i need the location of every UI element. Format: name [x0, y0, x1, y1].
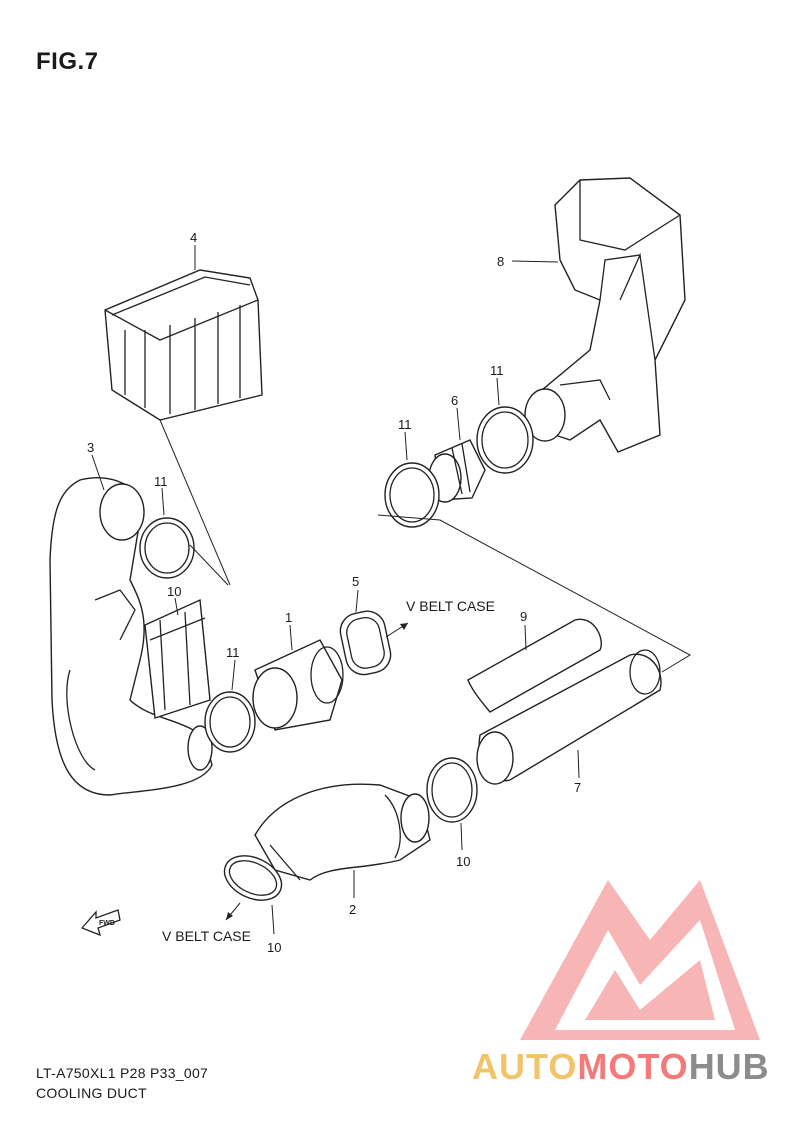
- watermark-auto: AUTO: [472, 1046, 578, 1087]
- callout-6: 6: [451, 393, 458, 408]
- callout-4: 4: [190, 230, 197, 245]
- callout-2: 2: [349, 902, 356, 917]
- arrow-v-belt-case-lower: [225, 902, 241, 921]
- label-v-belt-case-upper: V BELT CASE: [406, 598, 495, 614]
- part-1-coupling: [252, 639, 344, 731]
- footer-diagram-name: COOLING DUCT: [36, 1085, 147, 1101]
- part-10-clamp-lower: [223, 855, 283, 901]
- callout-11-upper-left: 11: [154, 474, 168, 489]
- arrow-v-belt-case-upper: [385, 622, 409, 638]
- part-11-clamp-left-upper: [139, 517, 195, 579]
- part-10-clamp-middle: [426, 757, 478, 823]
- callout-9: 9: [520, 609, 527, 624]
- part-10-plate: [144, 598, 211, 719]
- part-11-clamp-right-top: [476, 406, 534, 474]
- callout-11-lower-left: 11: [226, 645, 240, 660]
- callout-3: 3: [87, 440, 94, 455]
- figure-title: FIG.7: [36, 48, 99, 75]
- watermark-logo: [520, 880, 760, 1040]
- callout-1: 1: [285, 610, 292, 625]
- part-4-filter-box: [104, 269, 263, 421]
- label-v-belt-case-lower: V BELT CASE: [162, 928, 251, 944]
- part-5-seal-ring: [339, 610, 392, 676]
- callout-11-right-top: 11: [490, 363, 504, 378]
- part-3-large-duct: [49, 477, 213, 796]
- fwd-label: FWD: [99, 920, 115, 927]
- callout-8: 8: [497, 254, 504, 269]
- callout-11-right-mid: 11: [398, 417, 412, 432]
- callout-5: 5: [352, 574, 359, 589]
- fwd-arrow-icon: FWD: [80, 909, 121, 937]
- callout-10-middle: 10: [456, 854, 470, 869]
- assembly-guide-lines: [159, 419, 692, 673]
- part-9-shield: [467, 618, 602, 713]
- part-11-clamp-left-lower: [204, 691, 256, 753]
- watermark-brand: AUTOMOTOHUB: [472, 1046, 770, 1088]
- callout-10-lower: 10: [267, 940, 281, 955]
- part-8-upper-duct: [524, 177, 686, 453]
- callout-7: 7: [574, 780, 581, 795]
- watermark-hub: HUB: [688, 1046, 770, 1087]
- part-11-clamp-right-mid: [384, 462, 440, 528]
- callout-10-plate: 10: [167, 584, 181, 599]
- part-2-elbow-duct: [254, 783, 431, 881]
- watermark-moto: MOTO: [577, 1046, 689, 1087]
- part-7-pipe: [476, 649, 662, 785]
- footer-diagram-code: LT-A750XL1 P28 P33_007: [36, 1065, 209, 1081]
